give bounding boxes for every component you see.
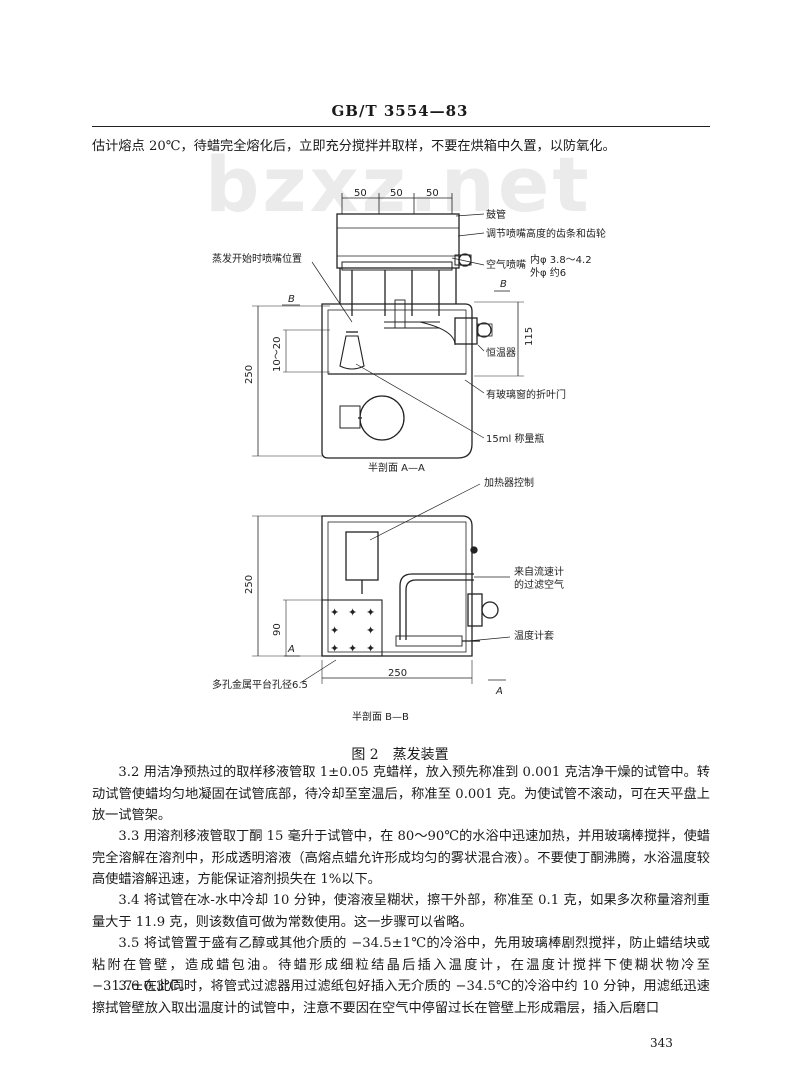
svg-text:✦: ✦ [330, 642, 339, 655]
section-aa-label: 半剖面 A—A [368, 461, 425, 474]
svg-text:✦: ✦ [366, 642, 375, 655]
paragraph-3-6: 3.6 在此同时，将管式过滤器用过滤纸包好插入无介质的 −34.5℃的冷浴中约 … [92, 976, 710, 1019]
svg-text:✦: ✦ [366, 606, 375, 619]
paragraph-text: 将试管在冰-水中冷却 10 分钟，使溶液呈糊状，擦干外部，称准至 0.1 克，如… [92, 893, 710, 930]
svg-text:✦: ✦ [330, 624, 339, 637]
dim-250-vertical: 250 [244, 575, 255, 594]
label-thermometer-sleeve: 温度计套 [514, 629, 554, 642]
intro-text: 估计熔点 20℃，待蜡完全熔化后，立即充分搅拌并取样，不要在烘箱中久置，以防氧化… [92, 139, 616, 154]
svg-text:✦: ✦ [330, 606, 339, 619]
paragraph-number: 3.6 [118, 979, 140, 994]
paragraph-number: 3.5 [118, 936, 140, 951]
label-rack: 调节喷嘴高度的齿条和齿轮 [486, 227, 606, 240]
dim-label: 50 [354, 188, 367, 199]
label-platform: 多孔金属平台孔径6.5 [212, 678, 308, 691]
label-nozzle-outer: 外φ 约6 [530, 266, 566, 279]
label-nozzle-inner: 内φ 3.8～4.2 [530, 253, 592, 266]
label-flowmeter: 来自流速计 [514, 565, 564, 578]
svg-text:✦: ✦ [366, 624, 375, 637]
mark-a-left: A [287, 644, 295, 655]
svg-text:✦: ✦ [348, 606, 357, 619]
dim-label: 50 [390, 188, 403, 199]
paragraph-text: 用洁净预热过的取样移液管取 1±0.05 克蜡样，放入预先称准到 0.001 克… [92, 765, 710, 823]
label-thermostat: 恒温器 [486, 346, 516, 359]
paragraph-text: 将试管置于盛有乙醇或其他介质的 −34.5±1℃的冷浴中，先用玻璃棒剧烈搅拌，防… [92, 936, 710, 994]
figure-caption: 图 2 蒸发装置 [351, 747, 449, 763]
paragraph-3-2: 3.2 用洁净预热过的取样移液管取 1±0.05 克蜡样，放入预先称准到 0.0… [92, 762, 710, 827]
label-filtered-air: 的过滤空气 [514, 578, 564, 591]
paragraph-3-5: 3.5 将试管置于盛有乙醇或其他介质的 −34.5±1℃的冷浴中，先用玻璃棒剧烈… [92, 933, 710, 998]
label-flask: 15ml 称量瓶 [486, 432, 544, 445]
mark-a-right: A [495, 686, 503, 697]
label-nozzle: 空气喷嘴 [486, 258, 526, 271]
mark-b-right: B [500, 279, 507, 290]
label-start-position: 蒸发开始时喷嘴位置 [212, 252, 302, 265]
svg-text:✦: ✦ [348, 642, 357, 655]
page-number: 343 [650, 1036, 673, 1050]
evaporation-apparatus-diagram: ✦ ✦ ✦ ✦ ✦ ✦ ✦ ✦ 50 50 50 鼓管 调节喷嘴高度的齿条和齿轮 空气喷嘴… [212, 188, 606, 723]
dim-115: 115 [524, 327, 535, 346]
mark-b-left: B [288, 294, 295, 305]
paragraph-3-4: 3.4 将试管在冰-水中冷却 10 分钟，使溶液呈糊状，擦干外部，称准至 0.1… [92, 890, 710, 933]
label-door: 有玻璃窗的折叶门 [486, 388, 566, 401]
dim-250: 250 [244, 365, 255, 384]
paragraph-3-3: 3.3 用溶剂移液管取丁酮 15 毫升于试管中，在 80～90℃的水浴中迅速加热… [92, 826, 710, 891]
paragraph-text: 用溶剂移液管取丁酮 15 毫升于试管中，在 80～90℃的水浴中迅速加热，并用玻… [92, 829, 710, 887]
paragraph-number: 3.3 [118, 829, 140, 844]
dim-label: 50 [426, 188, 439, 199]
paragraph-text: 在此同时，将管式过滤器用过滤纸包好插入无介质的 −34.5℃的冷浴中约 10 分… [92, 979, 710, 1016]
standard-header: GB/T 3554—83 [331, 102, 469, 120]
header-rule [92, 126, 710, 127]
dim-10-20: 10～20 [272, 337, 283, 372]
label-heater-control: 加热器控制 [484, 476, 534, 489]
dim-90: 90 [272, 623, 283, 636]
paragraph-number: 3.4 [118, 893, 140, 908]
dim-250-horizontal: 250 [388, 668, 407, 679]
label-drum-tube: 鼓管 [486, 208, 506, 221]
paragraph-number: 3.2 [118, 765, 140, 780]
section-bb-label: 半剖面 B—B [352, 710, 409, 723]
